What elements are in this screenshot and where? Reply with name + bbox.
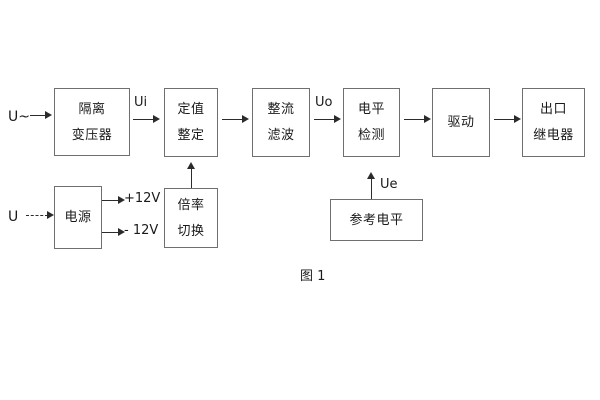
arrow-reference-level-to-detect — [367, 172, 376, 199]
block-level-detect: 电平 检测 — [343, 88, 400, 157]
block-output-relay: 出口 继电器 — [522, 88, 585, 157]
level-detect-line2: 检测 — [357, 128, 385, 143]
arrow-isolation-to-setting — [133, 115, 161, 124]
signal-label-ue: Ue — [380, 177, 398, 192]
rectify-filter-line2: 滤波 — [267, 128, 295, 143]
arrow-ratio-switch-to-setting — [187, 162, 196, 188]
signal-label-ui: Ui — [134, 95, 148, 110]
arrow-level-detect-to-drive — [404, 115, 432, 124]
block-ratio-switch: 倍率 切换 — [164, 188, 218, 248]
arrow-supply-positive — [102, 196, 126, 205]
block-power-supply: 电源 — [54, 186, 102, 249]
supply-label-negative: - 12V — [124, 223, 159, 238]
signal-label-uo: Uo — [315, 95, 333, 110]
drive-line1: 驱动 — [447, 115, 475, 130]
isolation-transformer-line2: 变压器 — [71, 127, 113, 143]
arrow-supply-negative — [102, 228, 126, 237]
block-rectify-filter: 整流 滤波 — [252, 88, 310, 157]
supply-label-positive: +12V — [124, 191, 161, 206]
block-isolation-transformer: 隔离 变压器 — [54, 88, 130, 156]
figure-caption: 图 1 — [300, 269, 326, 284]
arrow-setting-to-rectify — [222, 115, 250, 124]
block-reference-level: 参考电平 — [330, 199, 423, 241]
setting-value-line1: 定值 — [177, 102, 205, 117]
block-setting-value: 定值 整定 — [164, 88, 218, 157]
block-drive: 驱动 — [432, 88, 490, 157]
arrow-dc-to-power-supply — [26, 211, 54, 220]
arrow-ac-to-isolation — [30, 111, 52, 120]
power-supply-line1: 电源 — [64, 210, 92, 225]
setting-value-line2: 整定 — [177, 128, 205, 143]
ratio-switch-line1: 倍率 — [177, 197, 205, 213]
arrow-rectify-to-level-detect — [314, 115, 342, 124]
arrow-drive-to-output-relay — [494, 115, 522, 124]
isolation-transformer-line1: 隔离 — [78, 101, 106, 117]
input-label-dc: U — [8, 209, 19, 225]
rectify-filter-line1: 整流 — [267, 102, 295, 117]
output-relay-line1: 出口 — [539, 102, 567, 117]
level-detect-line1: 电平 — [357, 102, 385, 117]
input-label-ac: U~ — [8, 109, 30, 125]
reference-level-line1: 参考电平 — [349, 212, 404, 228]
ratio-switch-line2: 切换 — [177, 223, 205, 239]
output-relay-line2: 继电器 — [533, 128, 574, 143]
